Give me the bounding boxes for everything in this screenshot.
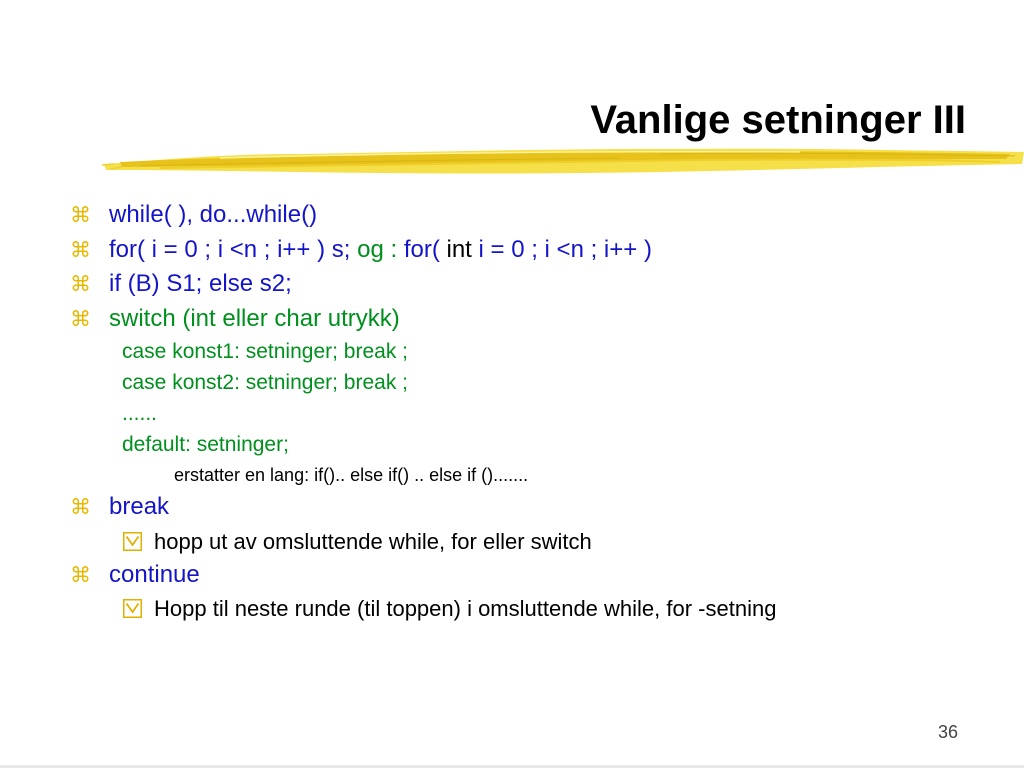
bullet-text-for-open: for( — [403, 235, 447, 263]
sub-bullet-text: hopp ut av omsluttende while, for eller … — [154, 528, 592, 554]
bullet-if: ⌘ if (B) S1; else s2; — [70, 267, 1010, 302]
bullet-while: ⌘ while( ), do...while() — [70, 198, 1010, 233]
title-underline-brush — [101, 148, 1024, 174]
page-number: 36 — [937, 722, 958, 742]
bullet-text: continue — [109, 560, 200, 588]
slide-title: Vanlige setninger III — [590, 98, 966, 142]
bullet-text-for-loop: for( i = 0 ; i <n ; i++ ) s; — [109, 235, 358, 263]
command-key-icon: ⌘ — [70, 495, 91, 519]
bullet-text: break — [109, 493, 170, 520]
command-key-icon: ⌘ — [70, 203, 91, 227]
bullet-break: ⌘ break — [70, 490, 1010, 525]
switch-note: erstatter en lang: if().. else if() .. e… — [174, 465, 529, 485]
bottom-divider — [0, 765, 1024, 768]
bullet-text: while( ), do...while() — [109, 201, 318, 228]
bullet-text: if (B) S1; else s2; — [109, 270, 292, 297]
bullet-for: ⌘ for( i = 0 ; i <n ; i++ ) s; og : for(… — [70, 233, 1010, 268]
bullet-text-int: int — [446, 235, 472, 263]
command-key-icon: ⌘ — [70, 272, 91, 296]
command-key-icon: ⌘ — [70, 237, 91, 262]
bullet-text: switch (int eller char utrykk) — [109, 304, 400, 332]
slide-body: ⌘ while( ), do...while() ⌘ for( i = 0 ; … — [70, 198, 1010, 625]
bullet-text-og: og : — [357, 235, 404, 263]
checkbox-icon — [123, 599, 142, 618]
command-key-icon: ⌘ — [70, 306, 91, 331]
bullet-switch: ⌘ switch (int eller char utrykk) — [70, 302, 1010, 337]
break-description: hopp ut av omsluttende while, for eller … — [70, 525, 1010, 558]
switch-case-1: case konst1: setninger; break ; — [122, 340, 408, 363]
command-key-icon: ⌘ — [70, 562, 91, 587]
switch-ellipsis: ...... — [122, 402, 158, 425]
checkbox-icon — [123, 531, 142, 551]
continue-description: Hopp til neste runde (til toppen) i omsl… — [70, 592, 1010, 625]
bullet-text-for-rest: i = 0 ; i <n ; i++ ) — [471, 235, 652, 263]
sub-bullet-text: Hopp til neste runde (til toppen) i omsl… — [154, 596, 777, 621]
switch-default: default: setninger; — [122, 433, 289, 456]
switch-case-2: case konst2: setninger; break ; — [122, 371, 408, 394]
bullet-continue: ⌘ continue — [70, 558, 1010, 593]
